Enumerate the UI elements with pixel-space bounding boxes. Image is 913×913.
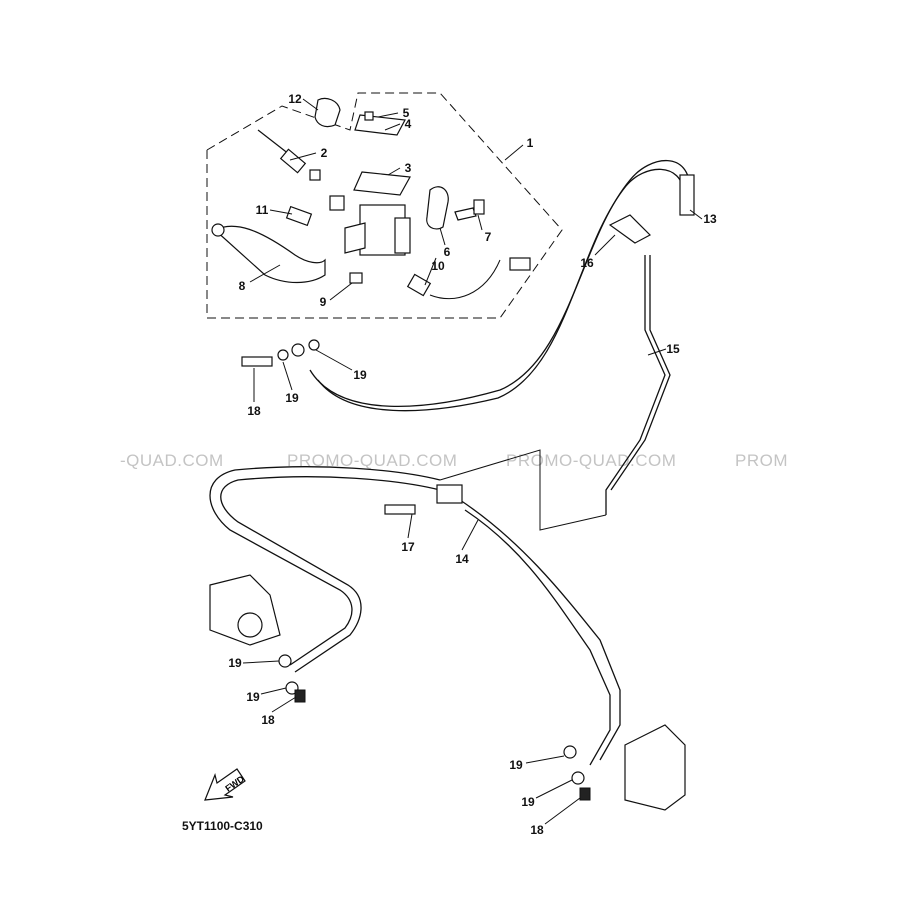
callout-8: 8 <box>239 279 246 293</box>
callout-15: 15 <box>666 342 680 356</box>
three-way-joint <box>436 484 463 504</box>
banjo-bolt <box>241 356 273 367</box>
callout-11: 11 <box>256 203 269 217</box>
watermark-text: PROMO-QUAD.COM <box>287 451 457 470</box>
callout-19: 19 <box>246 690 260 704</box>
callout-19: 19 <box>285 391 299 405</box>
watermark-text: -QUAD.COM <box>120 451 224 470</box>
watermark-text: PROMO-QUAD.COM <box>506 451 676 470</box>
leader-lines <box>242 98 703 825</box>
watermark: -QUAD.COM PROMO-QUAD.COM PROMO-QUAD.COM … <box>120 451 788 470</box>
callout-4: 4 <box>405 117 412 131</box>
callout-19: 19 <box>509 758 523 772</box>
callout-14: 14 <box>455 552 469 566</box>
master-cylinder <box>211 97 531 300</box>
callouts: 12 5 4 2 3 1 11 7 13 6 16 10 8 9 15 19 1… <box>228 92 717 837</box>
right-caliper <box>624 724 686 811</box>
callout-10: 10 <box>431 259 445 273</box>
callout-18: 18 <box>261 713 275 727</box>
callout-1: 1 <box>527 136 534 150</box>
callout-19: 19 <box>228 656 242 670</box>
callout-6: 6 <box>444 245 451 259</box>
callout-5: 5 <box>403 106 410 120</box>
callout-18: 18 <box>530 823 544 837</box>
front-left-hose <box>209 466 441 666</box>
callout-16: 16 <box>580 256 594 270</box>
brake-pipe <box>605 255 666 515</box>
front-right-hose <box>459 499 621 761</box>
callout-13: 13 <box>703 212 717 226</box>
watermark-text: PROM <box>735 451 788 470</box>
left-caliper <box>209 574 281 646</box>
upper-brake-hose <box>309 160 691 408</box>
callout-19: 19 <box>521 795 535 809</box>
fwd-arrow-icon: FWD <box>204 768 246 801</box>
callout-7: 7 <box>485 230 492 244</box>
callout-12: 12 <box>288 92 302 106</box>
callout-9: 9 <box>320 295 327 309</box>
callout-18: 18 <box>247 404 261 418</box>
callout-19: 19 <box>353 368 367 382</box>
diagram-code: 5YT1100-C310 <box>182 819 263 833</box>
callout-2: 2 <box>321 146 328 160</box>
callout-3: 3 <box>405 161 412 175</box>
callout-17: 17 <box>401 540 415 554</box>
